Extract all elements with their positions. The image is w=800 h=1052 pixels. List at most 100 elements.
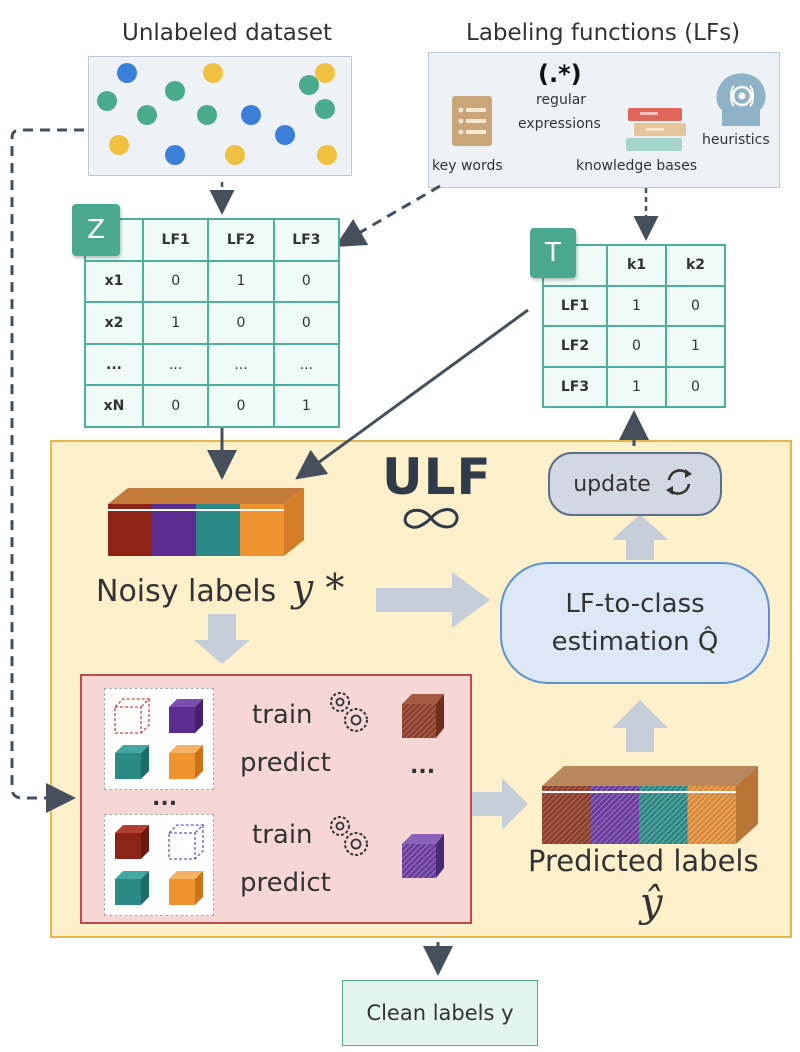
predicted-label-block [590,786,639,844]
fold-cube [115,745,149,779]
row-label-cell: x2 [84,301,144,345]
fold-cube [169,699,203,733]
noisy-labels-label: Noisy labels [96,574,277,609]
data-point [315,99,335,119]
table-cell: ... [272,342,341,387]
regex-label-line1: regular [536,92,587,108]
row-label-cell: xN [84,384,144,428]
predicted-label-block [542,786,591,844]
fold-cube [169,745,203,779]
data-point [275,125,295,145]
z-matrix: LF1 LF2 LF3 x1 0 1 0 x2 1 0 0 ... ... ..… [84,218,341,428]
held-out-cube [114,698,151,734]
row-label-cell: ... [84,342,144,387]
labeling-functions-title: Labeling functions (LFs) [466,20,741,46]
table-header-cell: k2 [665,244,726,287]
table-header-cell: k1 [606,244,667,287]
table-row: xN 0 0 1 [84,384,341,428]
data-point [299,75,319,95]
predict-label: predict [240,868,331,898]
update-node: update [548,452,722,516]
refresh-icon [661,464,697,504]
flow-arrow [194,614,250,664]
noisy-labels-text: Noisy labels y * [96,566,344,610]
table-cell: 1 [207,259,275,304]
ellipsis: ... [152,786,178,811]
z-badge: Z [72,204,120,256]
table-row: x2 1 0 0 [84,301,341,345]
labeling-functions-panel [428,52,780,188]
lf-to-class-estimation-node: LF-to-class estimation Q̂ [500,562,770,684]
data-point [197,105,217,125]
estimation-line2: estimation Q̂ [551,627,719,657]
row-label-cell: x1 [84,259,144,304]
predicted-labels-cuboid [538,762,760,850]
noisy-label-block [196,504,240,556]
data-point [117,63,137,83]
table-cell: 1 [606,365,667,408]
data-point [109,135,129,155]
data-point [165,145,185,165]
clean-labels-node: Clean labels y [342,980,538,1046]
predicted-label-block [687,786,736,844]
books-icon [624,108,688,152]
estimation-line1: LF-to-class [565,589,705,619]
noisy-label-block [108,504,152,556]
data-point [97,91,117,111]
row-label-cell: LF2 [542,325,608,368]
flow-arrow [470,778,528,830]
row-label-cell: LF3 [542,365,608,408]
table-header-cell: LF3 [272,218,341,262]
predicted-cube [400,692,446,744]
table-row: LF1 LF2 LF3 [84,218,341,262]
table-cell: 0 [141,384,210,428]
data-point [225,145,245,165]
update-label: update [573,471,651,497]
flow-arrow [612,700,668,752]
table-row: ... ... ... ... [84,342,341,387]
noisy-labels-symbol: y * [291,566,345,610]
table-cell: ... [207,342,275,387]
predicted-labels-symbol: ŷ [640,880,663,926]
regex-label-line2: expressions [518,116,601,132]
ellipsis: ... [410,754,436,779]
table-cell: 0 [665,284,726,327]
fold-cube [169,871,203,905]
table-row: LF3 1 0 [542,365,726,408]
table-cell: ... [141,342,210,387]
table-row: x1 0 1 0 [84,259,341,304]
predict-label: predict [240,748,331,778]
data-split-group [104,814,214,916]
fold-cube [115,825,149,859]
train-label: train [252,820,313,850]
table-row: LF2 0 1 [542,325,726,368]
table-cell: 0 [665,365,726,408]
dataset-dots [97,63,337,165]
table-header-cell: LF1 [141,218,210,262]
row-label-cell: LF1 [542,284,608,327]
gears-icon [322,810,372,866]
document-icon [450,94,496,148]
table-cell: 1 [272,384,341,428]
data-point [315,63,335,83]
flow-arrow [376,572,490,628]
noisy-label-block [152,504,196,556]
ulf-logo: ULF [382,448,492,506]
gears-icon [322,686,372,742]
knowledge-bases-label: knowledge bases [576,158,698,174]
heuristics-label: heuristics [702,132,770,148]
table-cell: 1 [665,325,726,368]
table-cell: 0 [141,259,210,304]
held-out-cube [168,824,205,860]
flow-arrow [612,514,668,560]
table-cell: 0 [606,325,667,368]
z-table: LF1 LF2 LF3 x1 0 1 0 x2 1 0 0 ... ... ..… [84,218,341,428]
table-cell: 0 [207,301,275,345]
keywords-label: key words [432,158,503,174]
infinity-loop-icon [398,504,464,536]
regex-symbol: (.*) [538,60,582,88]
predicted-labels-label: Predicted labels [528,844,759,878]
table-header-cell: LF2 [207,218,275,262]
noisy-label-block [240,504,284,556]
unlabeled-dataset-title: Unlabeled dataset [122,20,333,46]
